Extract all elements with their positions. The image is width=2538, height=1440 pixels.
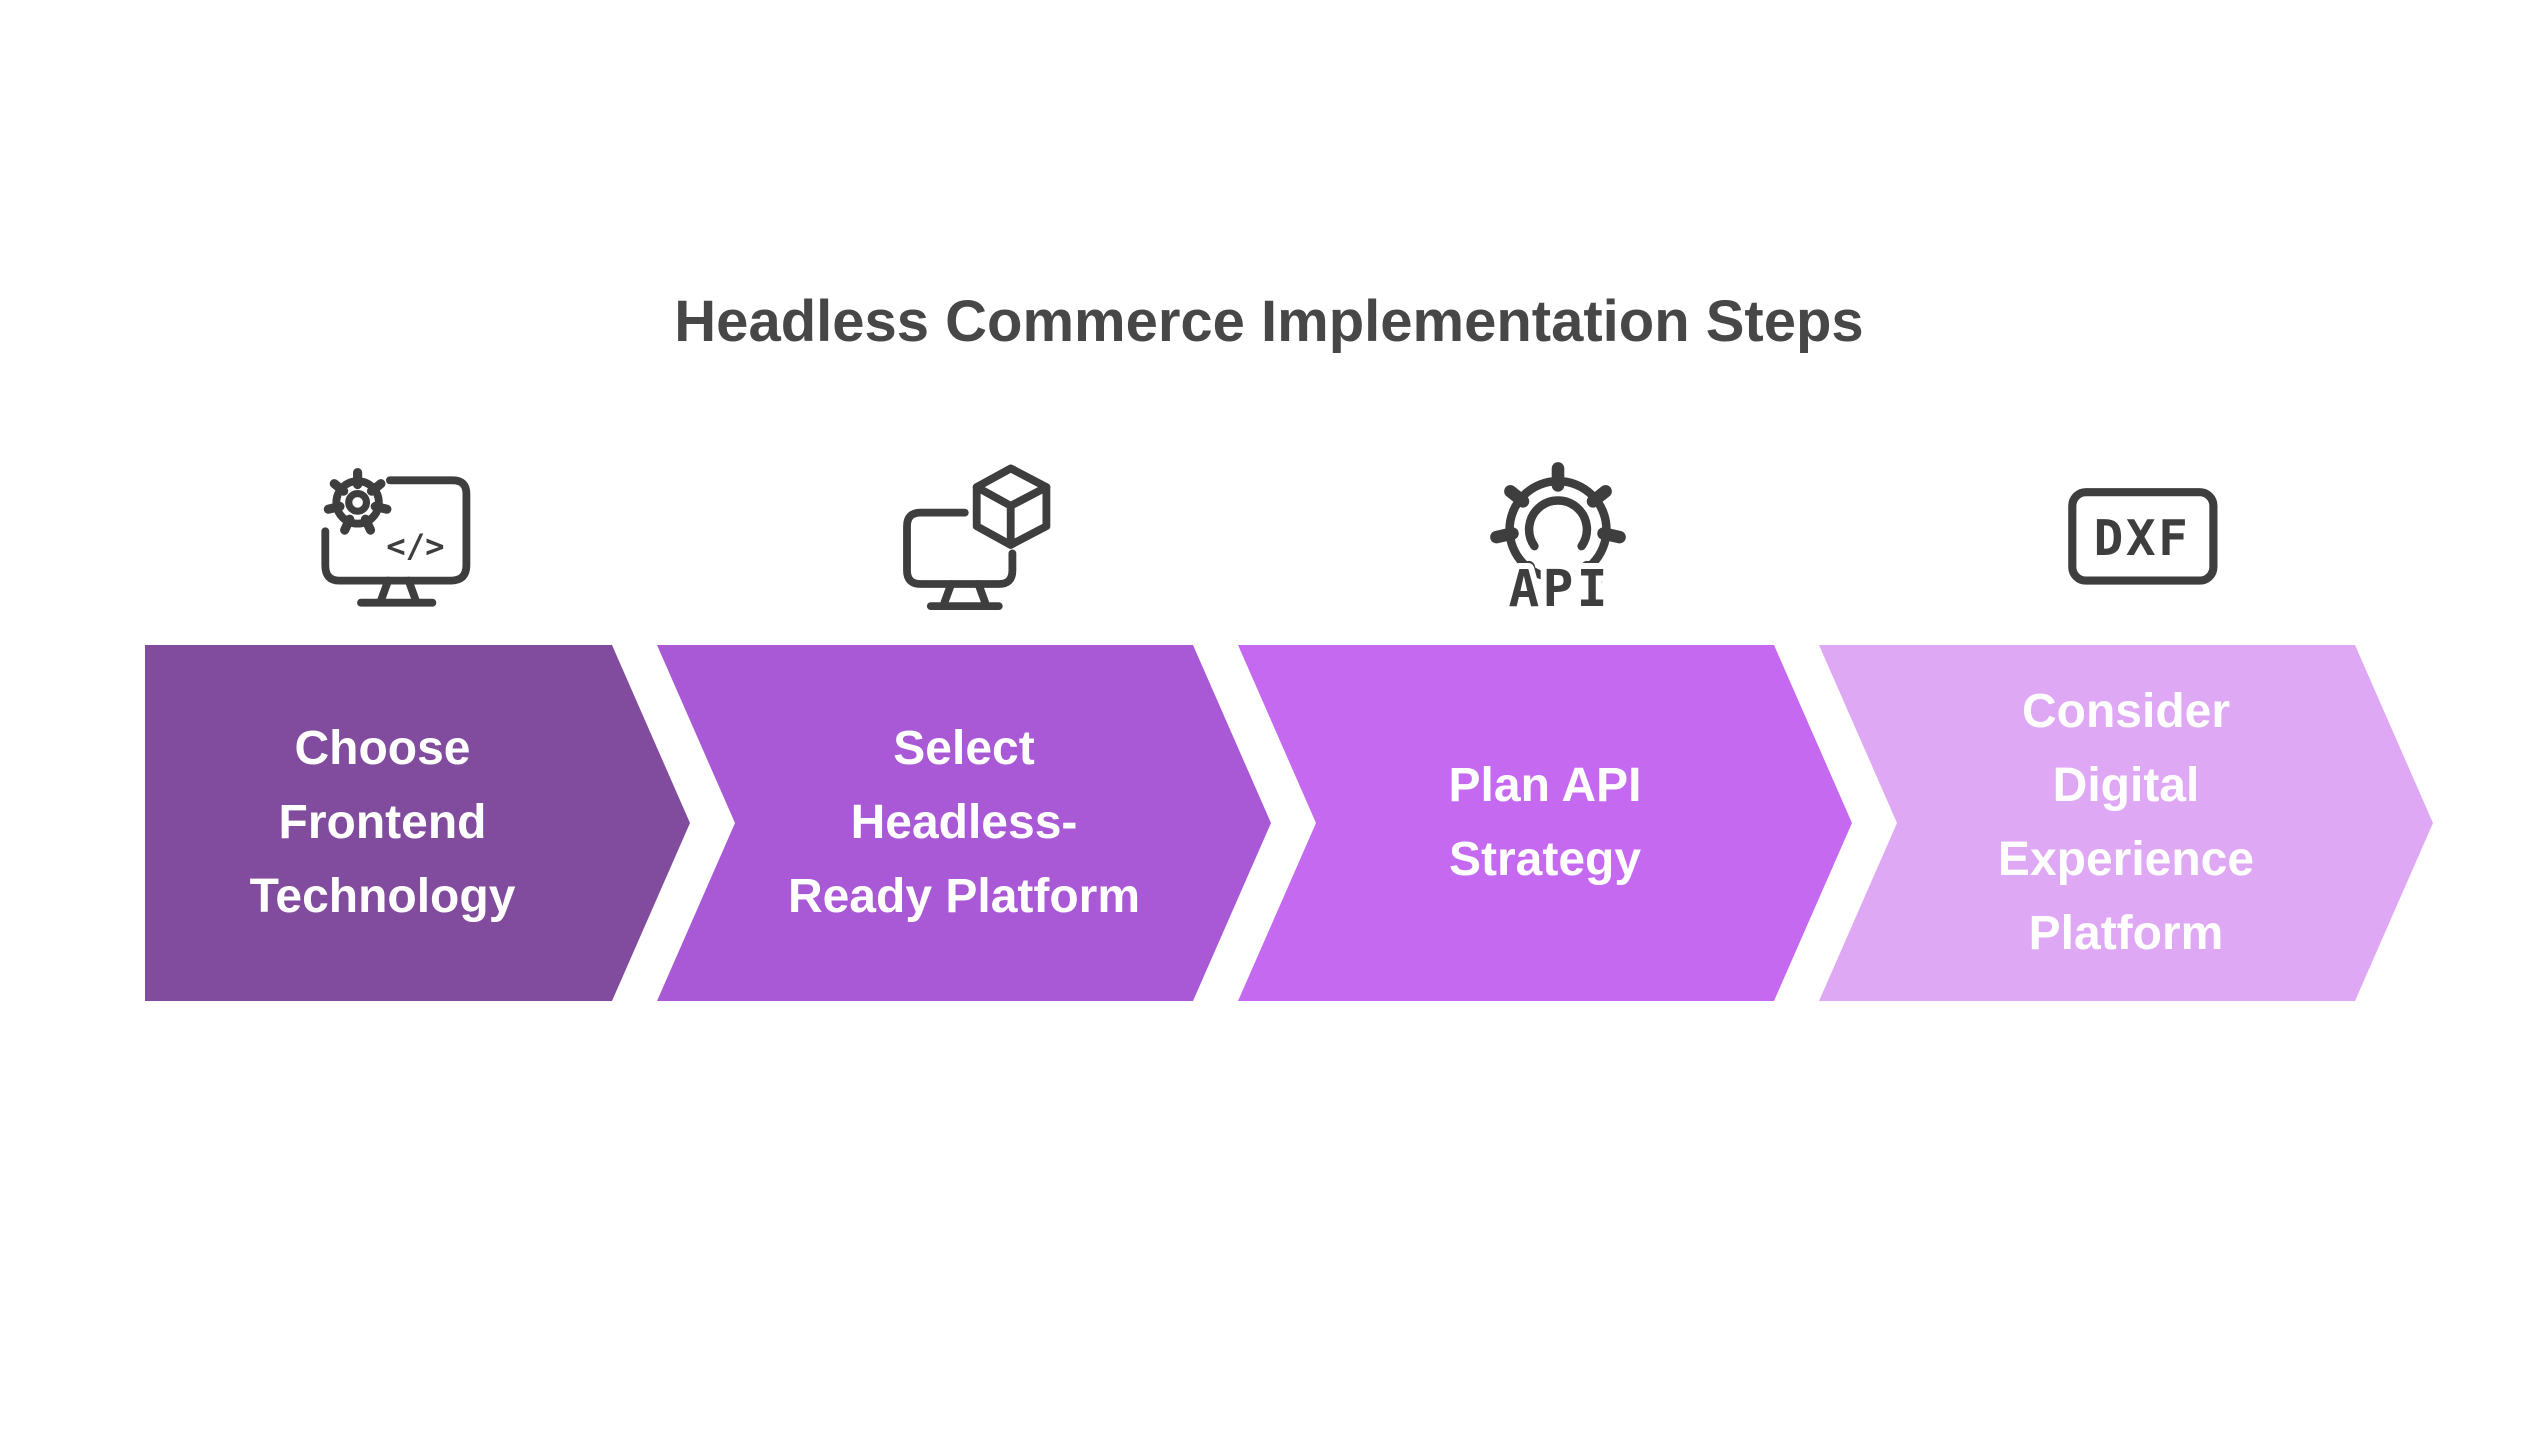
step-2-chevron: Select Headless- Ready Platform — [657, 645, 1271, 1001]
gear-api-icon: API — [1473, 448, 1643, 618]
step-2-label: Select Headless- Ready Platform — [787, 722, 1141, 923]
monitor-cube-icon — [890, 448, 1060, 618]
api-label: API — [1509, 560, 1611, 618]
monitor-gear-code-icon: </> — [310, 448, 480, 618]
gear-glyph — [323, 468, 392, 535]
cube-glyph — [972, 464, 1051, 549]
dxf-label: DXF — [2094, 509, 2191, 567]
step-4-chevron: Consider Digital Experience Platform — [1819, 645, 2433, 1001]
step-1-label: Choose Frontend Technology — [249, 722, 516, 923]
page-title: Headless Commerce Implementation Steps — [674, 289, 1864, 354]
dxf-document-icon: DXF — [2057, 448, 2227, 618]
step-3-chevron: Plan API Strategy — [1238, 645, 1852, 1001]
step-3-label: Plan API Strategy — [1448, 759, 1642, 886]
step-4-label: Consider Digital Experience Platform — [1997, 685, 2255, 960]
step-1-chevron: Choose Frontend Technology — [145, 645, 690, 1001]
code-brackets-glyph: </> — [386, 527, 444, 565]
